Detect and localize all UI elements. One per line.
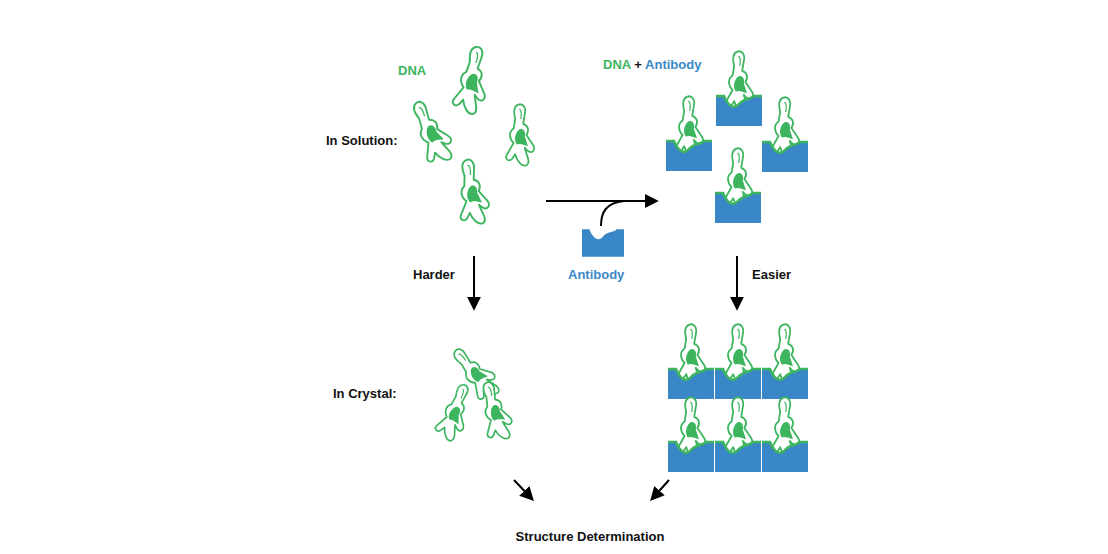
plus-sign: +: [634, 57, 642, 72]
dna-heading: DNA: [398, 63, 426, 78]
label-group: DNA: [398, 63, 426, 79]
label-group: Structure Determination: [516, 529, 665, 545]
result-label: Structure Determination: [516, 529, 665, 544]
step-label: Harder: [413, 267, 455, 282]
label-group: Easier: [752, 267, 791, 283]
label-group: Harder: [413, 267, 455, 283]
label-group: Antibody: [568, 267, 624, 283]
antibody-heading: Antibody: [645, 57, 701, 72]
row-label: In Solution:: [326, 133, 397, 148]
dna-heading: DNA: [603, 57, 631, 72]
label-group: In Solution:: [326, 133, 397, 149]
antibody-label: Antibody: [568, 267, 624, 282]
label-group: In Crystal:: [333, 386, 397, 402]
label-group: DNA + Antibody: [603, 57, 701, 73]
step-label: Easier: [752, 267, 791, 282]
row-label: In Crystal:: [333, 386, 397, 401]
